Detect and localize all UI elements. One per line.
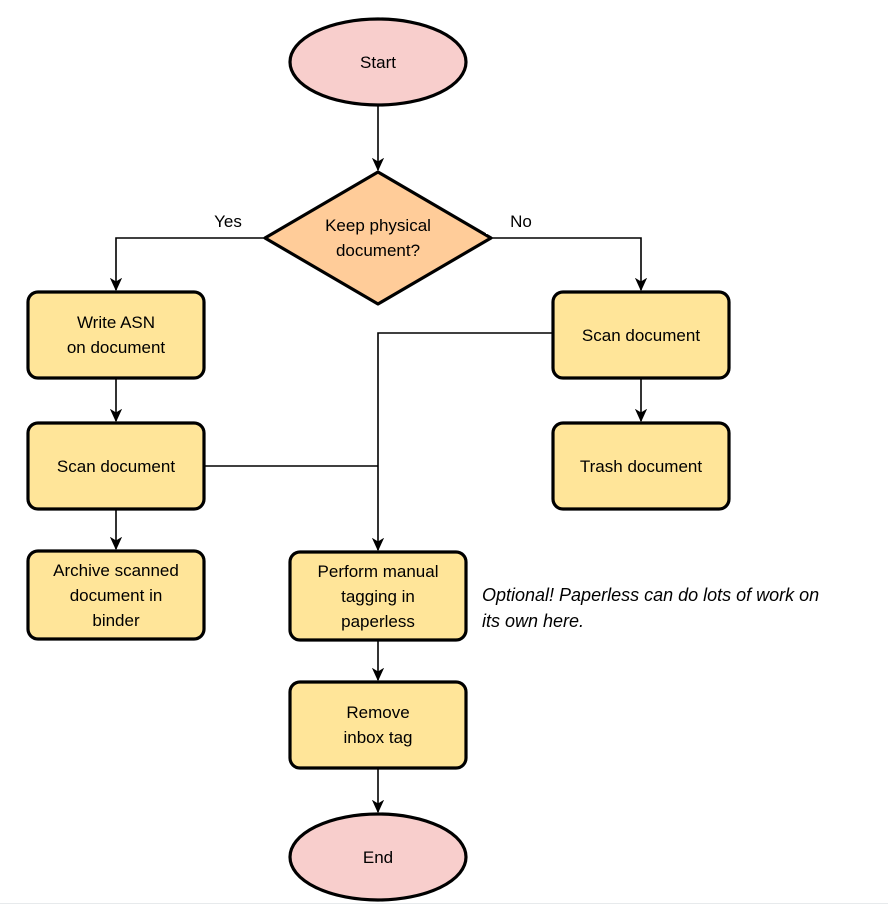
edge-scanright-to-tagging xyxy=(378,332,553,550)
edge-label-yes: Yes xyxy=(193,210,263,234)
start-node-shape xyxy=(288,17,468,107)
archive-node-shape xyxy=(26,549,206,641)
remove-inbox-node-shape xyxy=(288,680,468,770)
edge-decision-no xyxy=(491,237,641,290)
perform-tagging-node-shape xyxy=(288,550,468,642)
trash-node-shape xyxy=(551,421,731,511)
page-bottom-divider xyxy=(0,903,888,904)
write-asn-node-shape xyxy=(26,290,206,380)
scan-left-node-shape xyxy=(26,421,206,511)
end-node-shape xyxy=(288,812,468,902)
decision-node-shape xyxy=(263,170,493,306)
edge-label-no: No xyxy=(486,210,556,234)
edge-decision-yes xyxy=(116,237,265,290)
optional-annotation: Optional! Paperless can do lots of work … xyxy=(482,585,820,631)
scan-right-node-shape xyxy=(551,290,731,380)
